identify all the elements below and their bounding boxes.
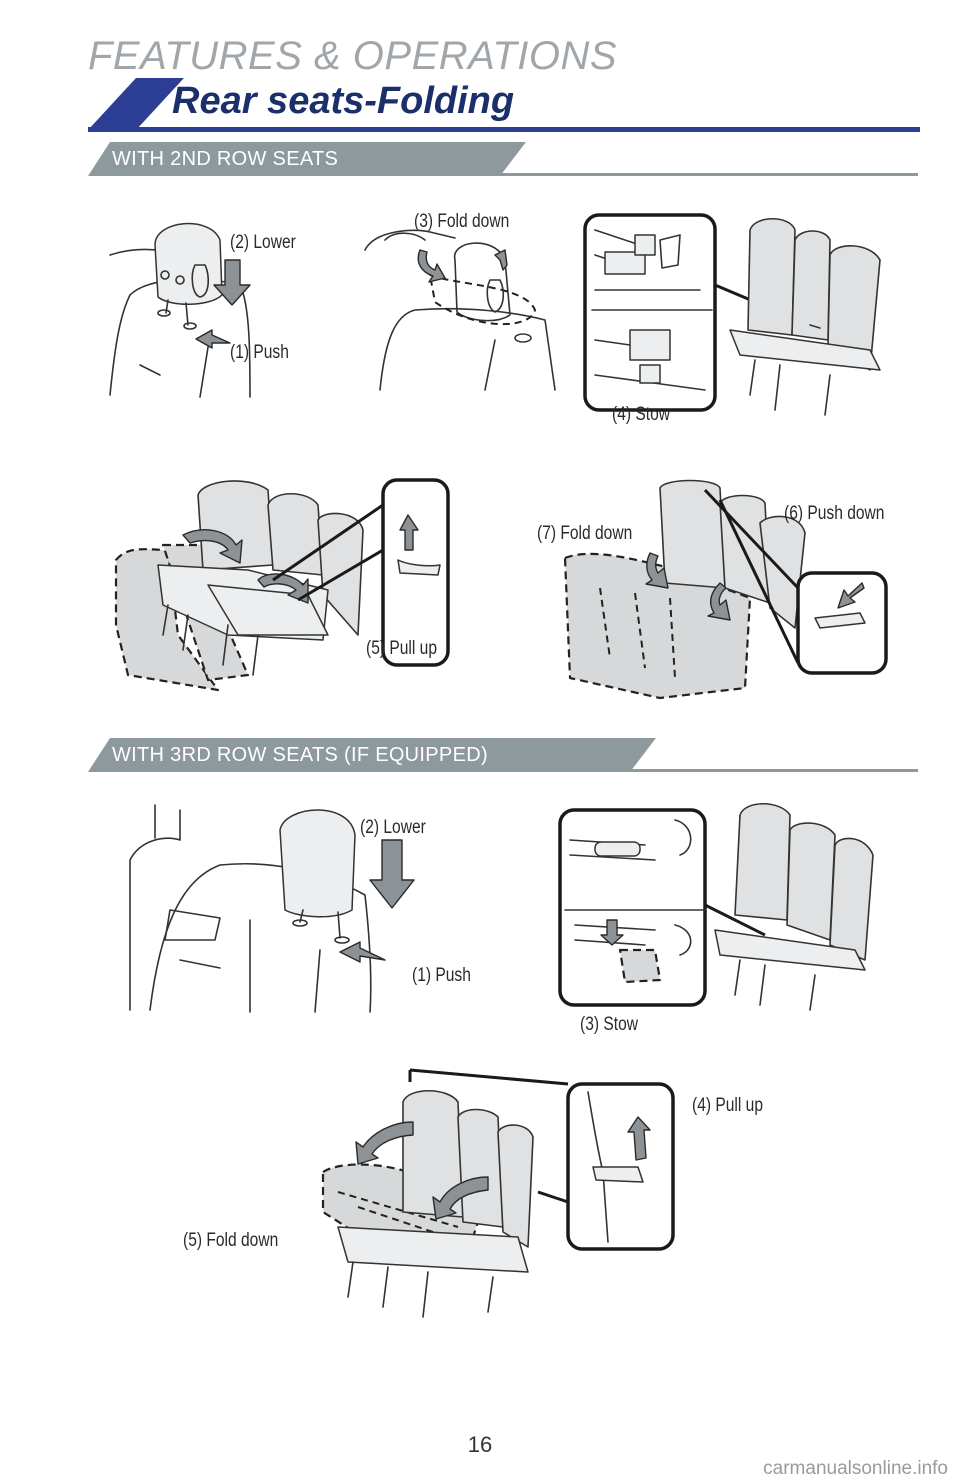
callout-2nd-lower: (2) Lower xyxy=(230,232,296,253)
section-label: FEATURES & OPERATIONS xyxy=(88,34,618,78)
figure-3rd-row-fold xyxy=(321,1068,675,1318)
callout-3rd-lower: (2) Lower xyxy=(360,817,426,838)
callout-2nd-fold-seat: (7) Fold down xyxy=(537,523,633,544)
callout-3rd-push: (1) Push xyxy=(412,965,471,986)
figure-3rd-row-stow xyxy=(558,803,874,1011)
figure-2nd-row-headrest-lower xyxy=(109,222,251,398)
callout-2nd-fold-headrest: (3) Fold down xyxy=(414,211,510,232)
section-heading-band-2nd-row xyxy=(88,142,918,176)
figure-2nd-row-stow xyxy=(583,213,881,416)
title-banner xyxy=(88,78,920,132)
callout-3rd-stow: (3) Stow xyxy=(580,1014,639,1035)
figure-3rd-row-headrest-lower xyxy=(129,804,415,1013)
callout-2nd-pull-up: (5) Pull up xyxy=(366,638,438,659)
callout-3rd-fold-down: (5) Fold down xyxy=(183,1230,279,1251)
lower-arrow-icon xyxy=(213,259,251,306)
callout-2nd-push-down: (6) Push down xyxy=(784,503,885,524)
push-down-arrow-icon xyxy=(837,582,865,609)
figure-2nd-row-fold-seat xyxy=(563,479,888,700)
lower-arrow-icon-3rd xyxy=(369,839,415,909)
pull-up-arrow-icon-3rd xyxy=(627,1116,651,1161)
section-heading-2nd-row: WITH 2ND ROW SEATS xyxy=(112,148,339,170)
callout-2nd-push: (1) Push xyxy=(230,342,289,363)
fold-arrow-icon xyxy=(494,249,508,271)
figure-2nd-row-headrest-fold xyxy=(364,229,556,391)
callout-2nd-stow: (4) Stow xyxy=(612,404,671,425)
figure-2nd-row-pull-up xyxy=(114,478,450,692)
page-title: Rear seats-Folding xyxy=(172,80,515,122)
section-heading-3rd-row: WITH 3RD ROW SEATS (IF EQUIPPED) xyxy=(112,744,488,766)
callout-3rd-pull-up: (4) Pull up xyxy=(692,1095,764,1116)
push-arrow-icon-3rd xyxy=(339,941,386,963)
pull-up-arrow-icon xyxy=(399,514,419,551)
watermark: carmanualsonline.info xyxy=(763,1458,948,1479)
stow-detail-inset-3rd xyxy=(558,808,707,1007)
push-arrow-icon xyxy=(195,329,231,349)
section-heading-band-3rd-row xyxy=(88,738,918,772)
page-number: 16 xyxy=(467,1432,493,1457)
